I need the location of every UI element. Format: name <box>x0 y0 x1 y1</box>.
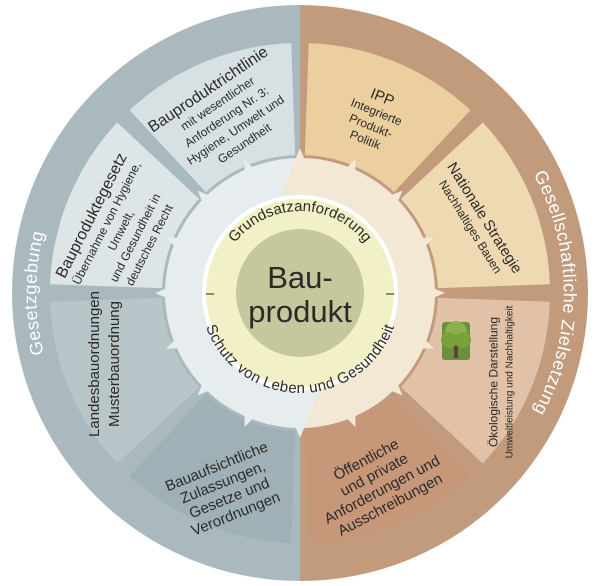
center-dash-right: – <box>386 285 395 302</box>
tree-icon <box>441 321 471 360</box>
star-point <box>244 376 281 427</box>
wedge-left-upper <box>50 122 200 289</box>
star-point <box>355 348 403 396</box>
seg-landesbauordnungen-line: Landesbauordnungen <box>86 291 103 437</box>
wedge-right-bottom <box>304 393 471 543</box>
star-point <box>319 376 356 427</box>
wedge-right-top <box>304 43 471 193</box>
star-point <box>280 148 320 195</box>
star-point <box>355 190 403 238</box>
seg-oekologische: Ökologische Darstellung Umweltleistung un… <box>487 305 516 458</box>
star-point <box>197 190 245 238</box>
star-point <box>383 312 434 349</box>
wedge-left-bottom <box>129 393 296 543</box>
center-title-line2: produkt <box>248 294 352 329</box>
wedge-right-lower <box>400 297 550 464</box>
star-point <box>280 391 320 438</box>
star-point <box>155 273 202 313</box>
center-dash-left: – <box>206 285 215 302</box>
star-points <box>155 148 445 438</box>
wedge-right-upper <box>400 122 550 289</box>
segment-wedges <box>50 43 550 543</box>
seg-oekologische-line: Umweltleistung und Nachhaltigkeit <box>505 305 516 458</box>
star-point <box>197 348 245 396</box>
seg-landesbauordnungen-line: Musterbauordnung <box>106 301 123 427</box>
star-point <box>166 312 217 349</box>
star-point <box>398 273 445 313</box>
star-point <box>319 159 356 210</box>
wedge-left-top <box>129 43 296 193</box>
center-core <box>236 229 364 357</box>
star-point <box>244 159 281 210</box>
star-point <box>383 237 434 274</box>
wedge-left-lower <box>50 297 200 464</box>
center-title-line1: Bau- <box>267 260 332 295</box>
star-point <box>166 237 217 274</box>
seg-oekologische-line: Ökologische Darstellung <box>487 317 501 447</box>
center-group: Bau- produkt Grundsatzanforderung Schutz… <box>202 195 398 397</box>
